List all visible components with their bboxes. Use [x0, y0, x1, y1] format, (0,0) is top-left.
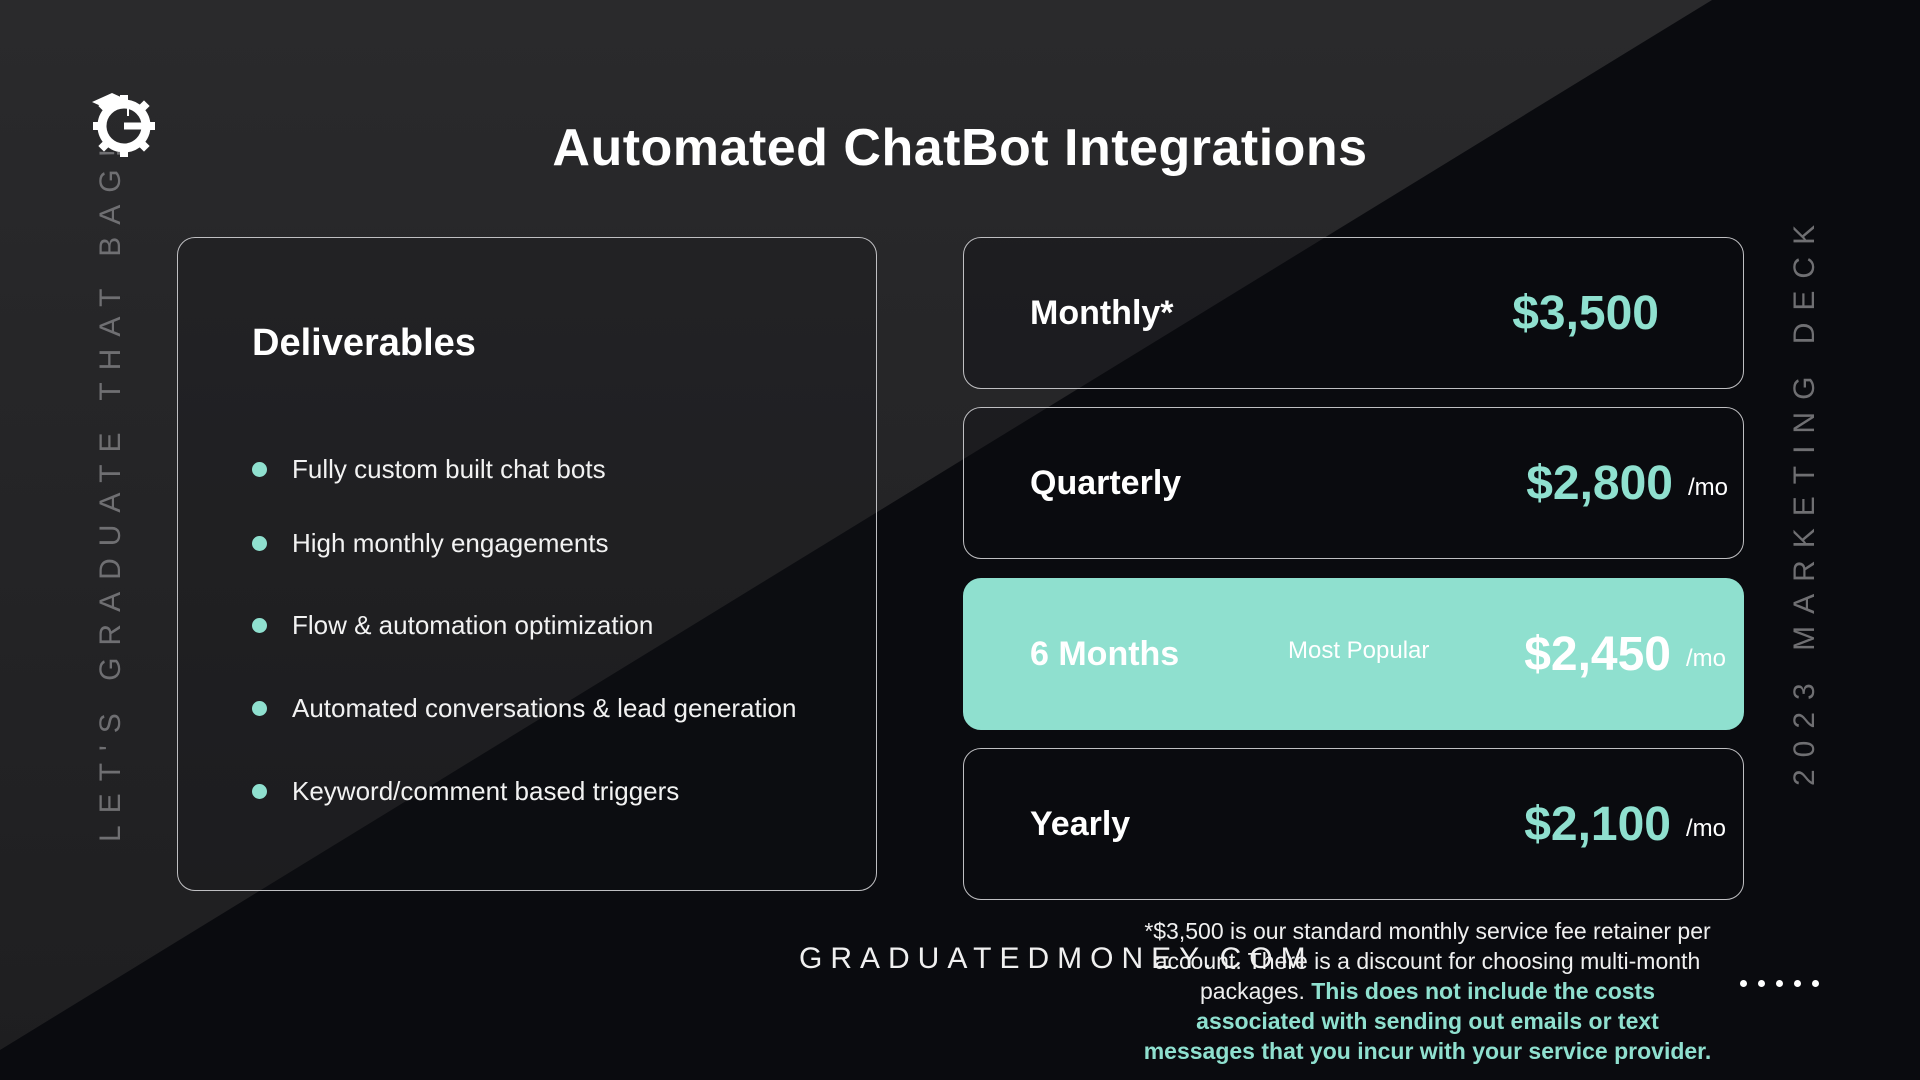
side-tagline-left: LET'S GRADUATE THAT BAG! — [94, 137, 127, 842]
plan-monthly-card[interactable]: Monthly* $3,500 — [963, 237, 1744, 389]
plan-name: 6 Months — [1030, 635, 1180, 673]
footnote-text: *$3,500 is our standard monthly service … — [1144, 918, 1711, 1004]
plan-6-months-card[interactable]: 6 Months Most Popular $2,450 /mo — [963, 578, 1744, 730]
bullet-icon — [252, 618, 267, 633]
deliverable-item: High monthly engagements — [252, 528, 609, 559]
footnote-highlight: This does not include the costs associat… — [1143, 978, 1712, 1064]
website-link[interactable]: GRADUATEDMONEY.COM — [799, 942, 1314, 975]
deliverable-text: Automated conversations & lead generatio… — [292, 693, 797, 723]
dot — [1794, 980, 1801, 987]
plan-price: $2,800 — [1526, 457, 1673, 510]
plan-price: $3,500 — [1512, 287, 1659, 340]
plan-name: Yearly — [1030, 805, 1131, 843]
deliverables-card: Deliverables Fully custom built chat bot… — [177, 237, 877, 891]
deliverable-item: Fully custom built chat bots — [252, 454, 606, 485]
plan-price: $2,100 — [1524, 798, 1671, 851]
plan-name: Quarterly — [1030, 464, 1182, 502]
side-tagline-right: 2023 MARKETING DECK — [1788, 212, 1821, 786]
plan-quarterly-card[interactable]: Quarterly $2,800 /mo — [963, 407, 1744, 559]
plan-price: $2,450 — [1524, 628, 1671, 681]
plan-per-month: /mo — [1685, 645, 1726, 672]
deliverable-text: High monthly engagements — [292, 528, 609, 558]
deliverable-text: Flow & automation optimization — [292, 610, 654, 640]
deliverable-item: Keyword/comment based triggers — [252, 776, 679, 807]
dot — [1740, 980, 1747, 987]
plan-name: Monthly* — [1030, 294, 1174, 332]
deliverable-item: Flow & automation optimization — [252, 610, 653, 641]
logo-icon — [92, 93, 155, 157]
plan-per-month: /mo — [1687, 474, 1728, 501]
most-popular-tag: Most Popular — [1288, 637, 1430, 664]
plan-yearly-card[interactable]: Yearly $2,100 /mo — [963, 748, 1744, 900]
dot — [1776, 980, 1783, 987]
pricing-footnote: *$3,500 is our standard monthly service … — [1140, 916, 1715, 1066]
dot — [1758, 980, 1765, 987]
dot — [1812, 980, 1819, 987]
plan-per-month: /mo — [1685, 815, 1726, 842]
deliverable-text: Keyword/comment based triggers — [292, 776, 680, 806]
deliverable-text: Fully custom built chat bots — [292, 454, 606, 484]
bullet-icon — [252, 462, 267, 477]
bullet-icon — [252, 784, 267, 799]
more-dots-icon[interactable] — [1740, 980, 1819, 987]
deliverables-heading: Deliverables — [252, 322, 476, 364]
bullet-icon — [252, 701, 267, 716]
page-title: Automated ChatBot Integrations — [552, 119, 1368, 177]
bullet-icon — [252, 536, 267, 551]
deliverable-item: Automated conversations & lead generatio… — [252, 693, 796, 724]
